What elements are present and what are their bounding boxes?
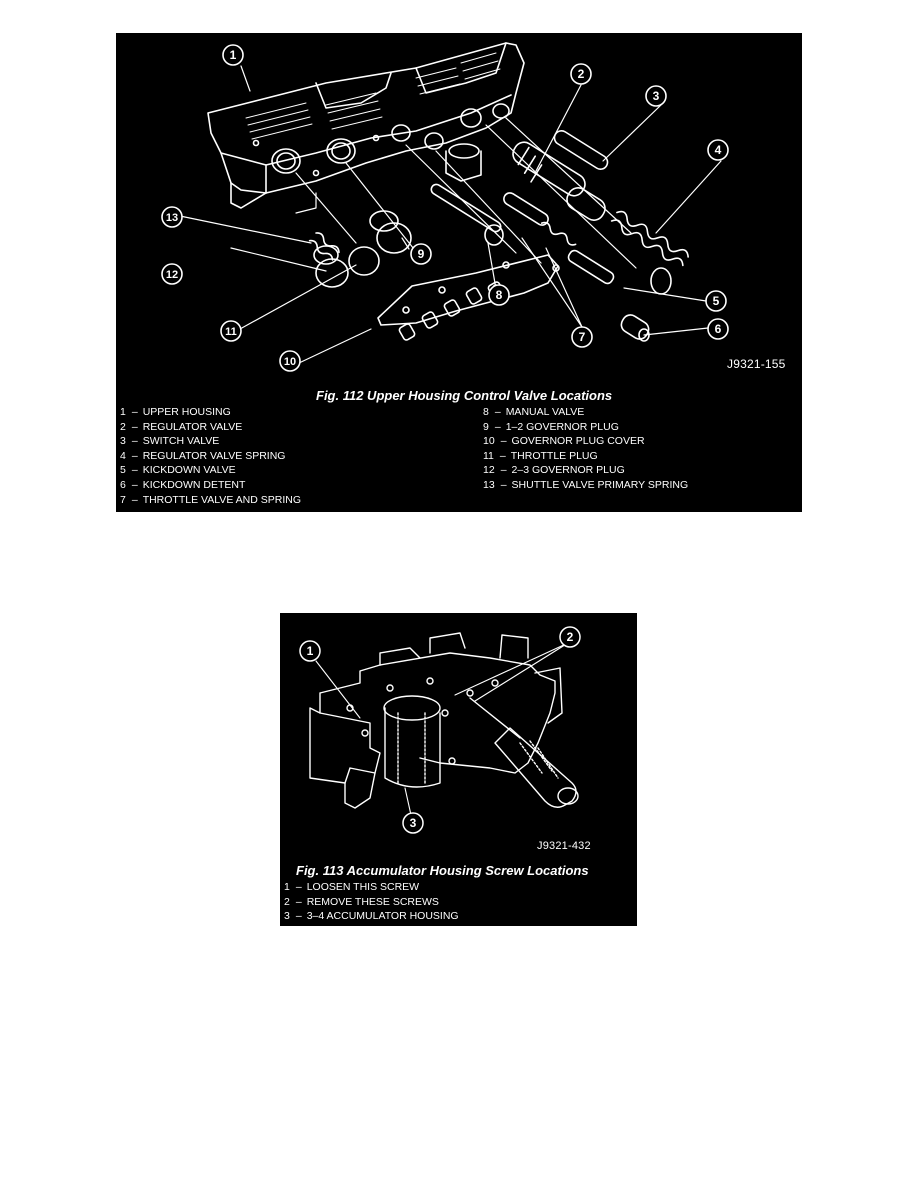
valve-body-drawing — [309, 632, 563, 809]
upper-housing-exploded-illustration: 1 2 3 4 5 6 7 8 9 10 11 12 13 — [161, 42, 729, 372]
kickdown-detent-drawing — [620, 314, 650, 342]
legend-item: 2–REGULATOR VALVE — [120, 420, 243, 433]
kickdown-valve-drawing — [567, 249, 615, 285]
callout-3: 3 — [410, 816, 417, 830]
callout-9: 9 — [418, 247, 425, 261]
callout-2: 2 — [567, 630, 574, 644]
legend-item: 12–2–3 GOVERNOR PLUG — [483, 464, 625, 477]
legend-item: 13–SHUTTLE VALVE PRIMARY SPRING — [483, 478, 689, 491]
image-code: J9321-155 — [727, 357, 786, 371]
legend-item: 9–1–2 GOVERNOR PLUG — [483, 420, 619, 433]
legend-item: 1–UPPER HOUSING — [120, 406, 231, 418]
2-3-governor-plug-drawing — [313, 245, 349, 288]
figure-112: 1 2 3 4 5 6 7 8 9 10 11 12 13 J9321-155 … — [116, 33, 802, 512]
legend-item: 3–SWITCH VALVE — [120, 435, 220, 448]
legend-item: 4–REGULATOR VALVE SPRING — [120, 449, 286, 462]
regulator-valve-spring-drawing — [610, 210, 689, 295]
throttle-valve-and-spring-drawing — [503, 192, 577, 246]
accumulator-housing-drawing — [383, 695, 441, 788]
figure-113: 1 2 3 J9321-432 Fig. 113 Accumulator Hou… — [280, 613, 637, 926]
callout-4: 4 — [715, 143, 722, 157]
callout-12: 12 — [166, 269, 178, 281]
manual-valve-drawing — [430, 183, 504, 246]
cover-screws-drawing — [398, 281, 505, 341]
figure-caption: Fig. 112 Upper Housing Control Valve Loc… — [316, 388, 613, 403]
legend: 1–LOOSEN THIS SCREW 2–REMOVE THESE SCREW… — [284, 880, 459, 924]
shuttle-valve-primary-spring-drawing — [308, 232, 340, 261]
legend-right: 8–MANUAL VALVE 9–1–2 GOVERNOR PLUG 10–GO… — [483, 405, 688, 493]
legend-item: 11–THROTTLE PLUG — [483, 449, 598, 462]
legend-item: 8–MANUAL VALVE — [483, 406, 585, 418]
legend-item: 3–3–4 ACCUMULATOR HOUSING — [284, 910, 459, 923]
callout-8: 8 — [496, 288, 503, 302]
callout-1: 1 — [230, 48, 237, 62]
1-2-governor-plug-drawing — [369, 210, 412, 254]
regulator-valve-drawing — [512, 141, 606, 221]
callout-3: 3 — [653, 89, 660, 103]
governor-plug-cover-drawing — [377, 254, 560, 326]
callout-2: 2 — [578, 67, 585, 81]
image-code: J9321-432 — [537, 840, 591, 852]
callout-10: 10 — [284, 356, 296, 368]
screwdriver-drawing — [469, 697, 579, 808]
callout-7: 7 — [579, 330, 586, 344]
callout-13: 13 — [166, 212, 178, 224]
callout-6: 6 — [715, 322, 722, 336]
legend-left: 1–UPPER HOUSING 2–REGULATOR VALVE 3–SWIT… — [120, 405, 301, 507]
legend-item: 10–GOVERNOR PLUG COVER — [483, 435, 645, 448]
legend-item: 1–LOOSEN THIS SCREW — [284, 881, 420, 893]
callout-1: 1 — [307, 644, 314, 658]
figure-caption: Fig. 113 Accumulator Housing Screw Locat… — [296, 863, 589, 878]
upper-housing-drawing — [207, 42, 525, 209]
switch-valve-drawing — [553, 130, 609, 170]
legend-item: 2–REMOVE THESE SCREWS — [284, 895, 439, 908]
callout-5: 5 — [713, 294, 720, 308]
throttle-plug-drawing — [348, 246, 380, 276]
legend-item: 6–KICKDOWN DETENT — [120, 478, 246, 491]
callout-11: 11 — [225, 326, 237, 338]
accumulator-housing-illustration: 1 2 3 — [299, 626, 581, 834]
legend-item: 7–THROTTLE VALVE AND SPRING — [120, 493, 301, 506]
legend-item: 5–KICKDOWN VALVE — [120, 464, 236, 477]
